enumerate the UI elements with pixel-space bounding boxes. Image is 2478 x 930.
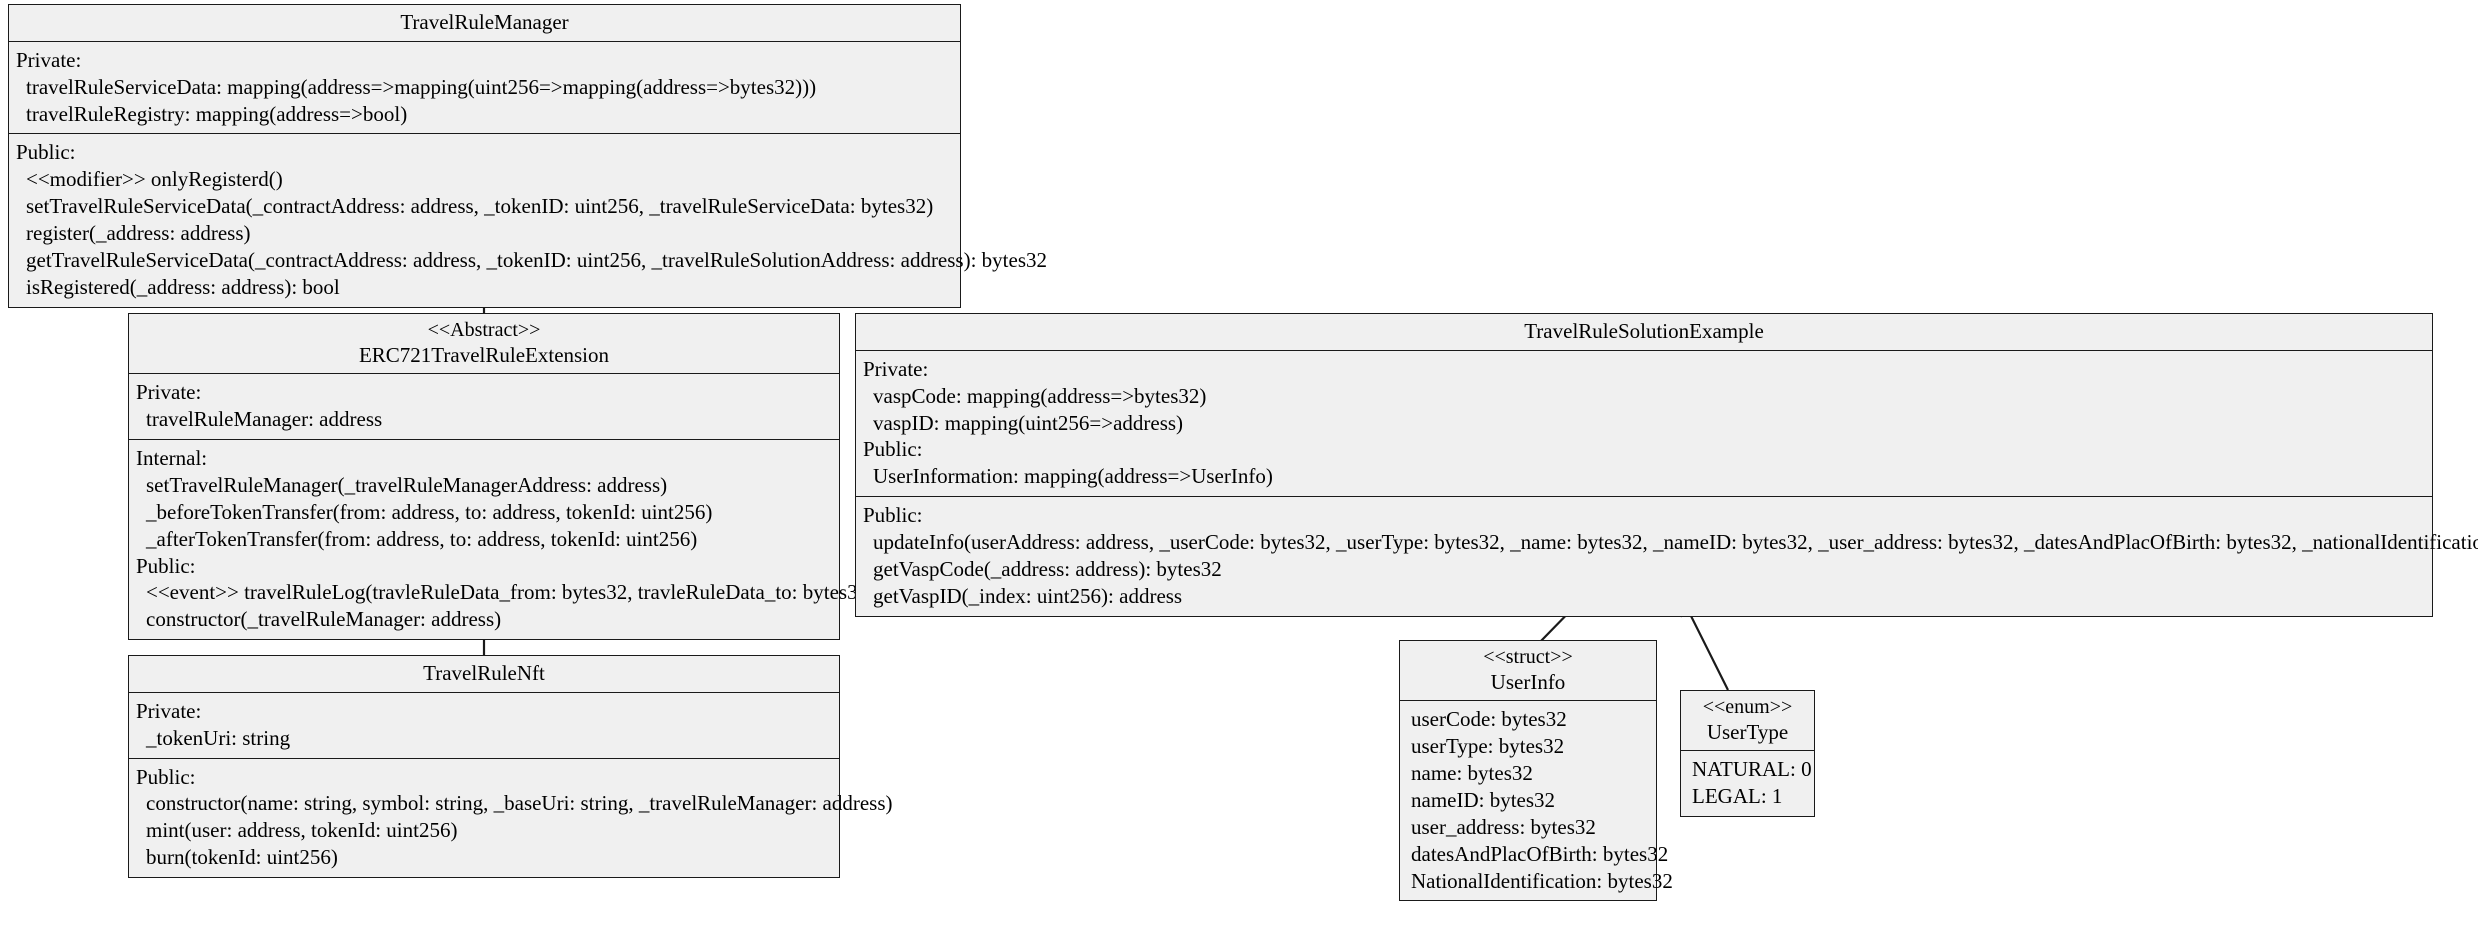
class-travel-rule-nft[interactable]: TravelRuleNft Private: _tokenUri: string… <box>128 655 893 879</box>
class-travel-rule-manager[interactable]: TravelRuleManager Private: travelRuleSer… <box>8 4 1048 308</box>
class-title-travel-rule-nft: TravelRuleNft <box>129 656 839 693</box>
class-user-type[interactable]: <<enum>> UserType NATURAL: 0 LEGAL: 1 <box>1680 690 1815 818</box>
member-field: NationalIdentification: bytes32 <box>1411 868 1673 893</box>
visibility-label: Public: <box>16 140 76 165</box>
visibility-label: Private: <box>136 380 202 405</box>
visibility-label: Internal: <box>136 446 208 471</box>
section-internal-public: Internal: setTravelRuleManager(_travelRu… <box>129 439 876 640</box>
member-field: _tokenUri: string <box>146 725 291 750</box>
class-title-travel-rule-solution-example: TravelRuleSolutionExample <box>856 314 2432 351</box>
section-private: Private: _tokenUri: string <box>129 692 839 758</box>
class-title-user-type: <<enum>> UserType <box>1681 691 1814 752</box>
member-method: constructor(_travelRuleManager: address) <box>146 607 502 632</box>
class-erc721-travel-rule-extension[interactable]: <<Abstract>> ERC721TravelRuleExtension P… <box>128 313 876 641</box>
visibility-label: Public: <box>863 437 923 462</box>
member-method: register(_address: address) <box>26 221 251 246</box>
member-field: travelRuleRegistry: mapping(address=>boo… <box>26 101 408 126</box>
class-name: ERC721TravelRuleExtension <box>358 342 610 367</box>
member-method: <<event>> travelRuleLog(travleRuleData_f… <box>146 580 876 605</box>
section-private-public-fields: Private: vaspCode: mapping(address=>byte… <box>856 350 2432 497</box>
member-method: updateInfo(userAddress: address, _userCo… <box>873 530 2478 555</box>
visibility-label: Public: <box>136 553 196 578</box>
class-title-travel-rule-manager: TravelRuleManager <box>9 5 960 42</box>
member-field: UserInformation: mapping(address=>UserIn… <box>873 464 1273 489</box>
stereotype-struct: <<struct>> <box>1483 646 1573 668</box>
visibility-label: Private: <box>16 47 82 72</box>
visibility-label: Public: <box>863 503 923 528</box>
member-field: travelRuleManager: address <box>146 407 383 432</box>
member-field: user_address: bytes32 <box>1411 814 1596 839</box>
section-public: Public: <<modifier>> onlyRegisterd() set… <box>9 133 1048 307</box>
member-field: datesAndPlacOfBirth: bytes32 <box>1411 841 1669 866</box>
section-private: Private: travelRuleManager: address <box>129 374 839 440</box>
enum-value: LEGAL: 1 <box>1692 784 1783 809</box>
member-field: userType: bytes32 <box>1411 734 1565 759</box>
member-method: isRegistered(_address: address): bool <box>26 274 340 299</box>
class-name: TravelRuleManager <box>400 10 569 34</box>
class-name: UserInfo <box>1490 669 1566 694</box>
section-public-methods: Public: updateInfo(userAddress: address,… <box>856 496 2478 616</box>
member-field: vaspID: mapping(uint256=>address) <box>873 410 1184 435</box>
class-title-erc721-travel-rule-extension: <<Abstract>> ERC721TravelRuleExtension <box>129 314 839 375</box>
visibility-label: Public: <box>136 764 196 789</box>
section-fields: userCode: bytes32 userType: bytes32 name… <box>1400 701 1673 901</box>
section-private: Private: travelRuleServiceData: mapping(… <box>9 41 960 134</box>
class-name: UserType <box>1706 719 1789 744</box>
member-field: vaspCode: mapping(address=>bytes32) <box>873 383 1207 408</box>
member-method: _beforeTokenTransfer(from: address, to: … <box>146 499 713 524</box>
enum-value: NATURAL: 0 <box>1692 757 1812 782</box>
member-field: name: bytes32 <box>1411 761 1533 786</box>
class-user-info[interactable]: <<struct>> UserInfo userCode: bytes32 us… <box>1399 640 1673 902</box>
member-field: nameID: bytes32 <box>1411 787 1556 812</box>
class-name: TravelRuleNft <box>423 661 545 685</box>
member-method: getVaspCode(_address: address): bytes32 <box>873 556 1222 581</box>
stereotype-enum: <<enum>> <box>1702 696 1793 718</box>
class-title-user-info: <<struct>> UserInfo <box>1400 641 1656 702</box>
stereotype-abstract: <<Abstract>> <box>427 319 541 341</box>
member-method: setTravelRuleServiceData(_contractAddres… <box>26 194 934 219</box>
class-travel-rule-solution-example[interactable]: TravelRuleSolutionExample Private: vaspC… <box>855 313 2478 617</box>
section-public: Public: constructor(name: string, symbol… <box>129 757 893 878</box>
member-method: constructor(name: string, symbol: string… <box>146 791 893 816</box>
class-name: TravelRuleSolutionExample <box>1524 319 1764 343</box>
member-method: burn(tokenId: uint256) <box>146 845 338 870</box>
member-method: getVaspID(_index: uint256): address <box>873 583 1183 608</box>
section-enum-values: NATURAL: 0 LEGAL: 1 <box>1681 751 1814 817</box>
member-field: userCode: bytes32 <box>1411 707 1567 732</box>
member-method: _afterTokenTransfer(from: address, to: a… <box>146 526 698 551</box>
visibility-label: Private: <box>863 356 929 381</box>
member-method: setTravelRuleManager(_travelRuleManagerA… <box>146 472 668 497</box>
visibility-label: Private: <box>136 698 202 723</box>
member-field: travelRuleServiceData: mapping(address=>… <box>26 74 817 99</box>
member-method: getTravelRuleServiceData(_contractAddres… <box>26 247 1048 272</box>
member-method: <<modifier>> onlyRegisterd() <box>26 167 283 192</box>
member-method: mint(user: address, tokenId: uint256) <box>146 818 458 843</box>
